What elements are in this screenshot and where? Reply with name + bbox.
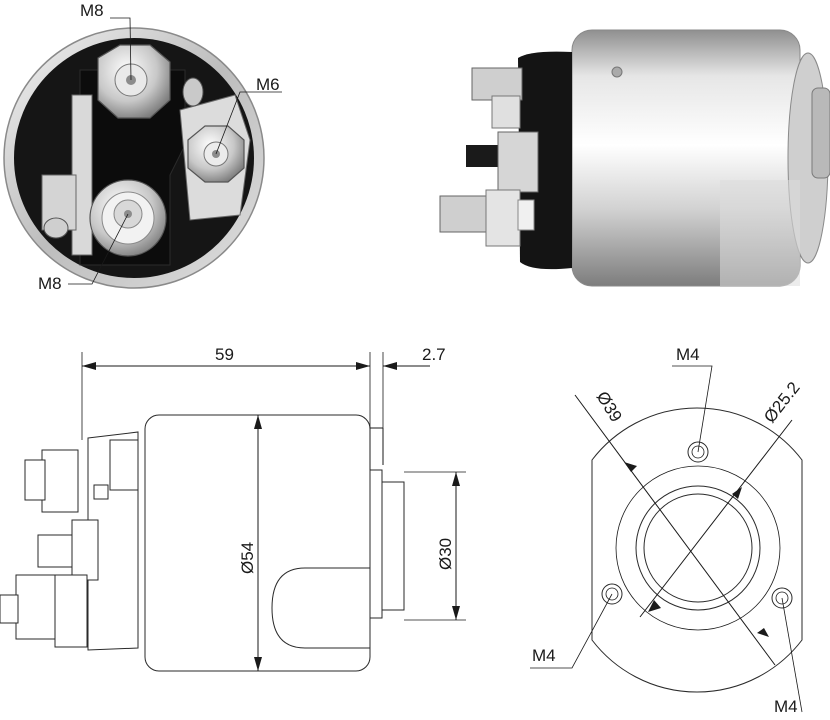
leader-hole-left: [530, 593, 613, 669]
dim-25-2-label: Ø25.2: [760, 378, 803, 426]
arrow-2-7: [383, 362, 397, 370]
arrow-30-bottom: [452, 606, 460, 620]
label-bottom-m8: M8: [38, 274, 62, 293]
bottom-terminal-washer: [485, 189, 521, 247]
label-hole-right: M4: [774, 697, 798, 716]
terminal-top-stud: [24, 459, 46, 501]
arrow-25-2-b: [648, 600, 661, 612]
leader-bottom-m8: [68, 213, 129, 285]
drawing-flange: M4 M4 M4 Ø39 Ø25.2: [530, 345, 804, 716]
terminal-bottom-washer: [54, 574, 88, 648]
can-shadow-notch: [720, 180, 800, 286]
arrow-59-right: [356, 362, 370, 370]
terminal-bottom-nut: [15, 574, 59, 640]
dim-39-label: Ø39: [593, 388, 626, 425]
top-terminal-washer: [491, 95, 521, 129]
arrow-39-b: [757, 628, 769, 637]
terminal-mid-stud: [37, 534, 73, 568]
bolt-circle: [615, 465, 781, 631]
cap-terminal-box: [109, 439, 139, 491]
flange-plate: [369, 469, 383, 619]
top-terminal-nut: [471, 67, 523, 101]
terminal-mid-washer: [71, 519, 99, 581]
label-hole-top: M4: [676, 345, 700, 364]
leader-hole-right: [781, 597, 803, 713]
screw-head-top: [182, 77, 204, 107]
bottom-terminal-nut: [439, 195, 489, 233]
diag-line-39: [574, 394, 776, 666]
plunger-tip: [811, 87, 830, 179]
leader-side-m6: [215, 91, 282, 155]
hole-left-inner: [605, 587, 619, 601]
photo-end-view: M8 M6 M8: [3, 1, 282, 293]
arrow-30-top: [452, 472, 460, 486]
body-notch: [271, 567, 371, 649]
arrow-54-bottom: [254, 657, 262, 671]
diag-line-25-2: [639, 419, 793, 618]
leader-top-m8: [110, 17, 132, 81]
label-side-m6: M6: [256, 75, 280, 94]
screw-head-left: [43, 217, 69, 239]
hole-right-inner: [775, 591, 789, 605]
arrow-25-2-a: [732, 487, 742, 499]
dim-30-label: Ø30: [436, 538, 455, 570]
bottom-insulator: [517, 199, 535, 231]
mid-bracket: [497, 131, 539, 193]
label-hole-left: M4: [532, 646, 556, 665]
bore-inner: [643, 493, 753, 603]
arrow-59-left: [82, 362, 96, 370]
dim-59-label: 59: [215, 345, 234, 364]
arrow-54-top: [254, 415, 262, 429]
label-top-m8: M8: [80, 1, 104, 20]
arrow-39-a: [624, 462, 637, 472]
hole-top-inner: [691, 445, 705, 459]
leader-hole-top: [672, 365, 713, 453]
cap-lug: [93, 484, 109, 500]
dim-54-label: Ø54: [238, 542, 257, 574]
terminal-top-nut: [41, 449, 79, 513]
terminal-bottom-stud: [0, 594, 19, 624]
photo-side-view: [439, 29, 830, 287]
plunger-boss: [381, 481, 405, 611]
can-rivet: [611, 66, 623, 78]
drawing-side: 59 2.7 Ø54 Ø30: [0, 345, 466, 672]
dim-2-7-label: 2.7: [422, 345, 446, 364]
